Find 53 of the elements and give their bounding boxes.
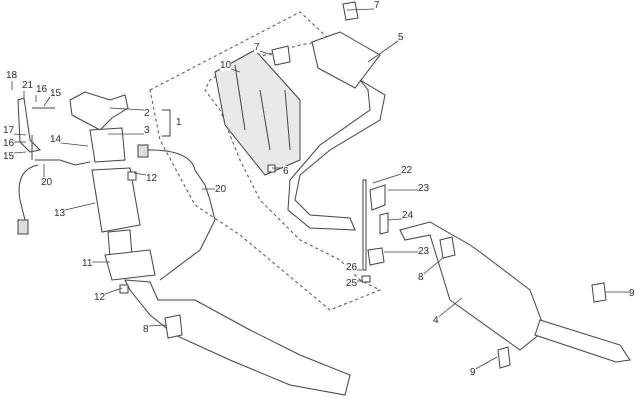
leader-line (388, 218, 402, 220)
callout-number: 1 (176, 117, 182, 128)
callout-number: 7 (254, 42, 260, 53)
leader-line (110, 108, 144, 110)
leader-line (44, 96, 50, 106)
leader-line (14, 152, 26, 154)
leader-line (259, 50, 272, 56)
callout-number: 3 (144, 125, 150, 136)
leader-line (346, 8, 374, 10)
callout-number: 12 (94, 292, 106, 303)
callout-number: 9 (470, 367, 476, 378)
callout-number: 16 (36, 84, 48, 95)
callout-number: 16 (3, 138, 14, 149)
leader-line (202, 188, 216, 190)
leader-line (60, 142, 88, 146)
callout-number: 20 (215, 184, 226, 195)
leader-line (423, 258, 444, 274)
callout-number: 12 (146, 173, 158, 184)
callout-number: 25 (346, 278, 358, 289)
callout-number: 17 (3, 125, 14, 136)
leader-line (368, 40, 398, 62)
leader-line (64, 202, 96, 210)
leader-line (104, 288, 122, 294)
callout-number: 23 (418, 246, 430, 257)
callout-number: 2 (144, 108, 150, 119)
leader-line (356, 280, 364, 282)
callout-number: 7 (374, 0, 380, 11)
callout-number: 22 (401, 165, 412, 176)
callout-number: 23 (418, 183, 430, 194)
callout-number: 6 (283, 166, 289, 177)
leader-line (134, 172, 146, 176)
callout-number: 4 (433, 315, 439, 326)
callout-number: 10 (220, 60, 232, 71)
callout-number: 26 (346, 262, 358, 273)
callout-number: 24 (402, 210, 414, 221)
callout-number: 8 (143, 324, 149, 335)
callout-number: 8 (418, 272, 424, 283)
callout-number: 15 (50, 88, 62, 99)
leader-line (148, 324, 166, 326)
callout-number: 18 (6, 70, 18, 81)
leader-line (475, 356, 498, 370)
callout-number: 15 (3, 151, 14, 162)
callout-number: 20 (41, 177, 52, 188)
leader-line (230, 68, 240, 72)
leader-line (438, 298, 462, 318)
callout-number: 14 (50, 134, 62, 145)
leader-line (372, 174, 402, 184)
callout-number: 13 (54, 208, 66, 219)
callout-number: 21 (22, 80, 34, 91)
leader-line (14, 134, 26, 136)
callout-number: 9 (629, 288, 635, 299)
callout-number: 11 (82, 258, 92, 269)
callout-number: 5 (398, 32, 404, 43)
